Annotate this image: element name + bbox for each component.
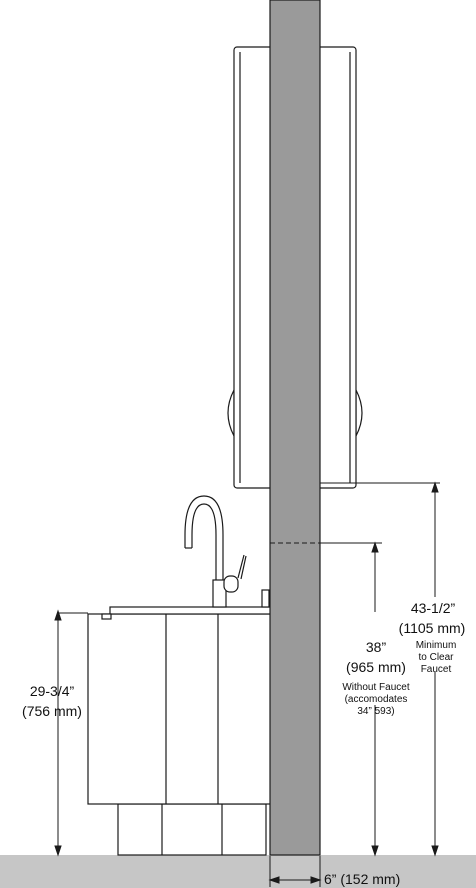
without-faucet-note-3: 34” 593) — [357, 706, 394, 717]
without-faucet-note-2: (accomodates — [345, 694, 408, 705]
countertop — [109, 606, 274, 615]
clear-faucet-note-2: to Clear — [418, 652, 454, 663]
clear-faucet-note-3: Faucet — [421, 664, 452, 675]
floor — [0, 855, 476, 888]
wall-offset-label: 6” (152 mm) — [324, 871, 400, 887]
cabinet-height-metric: (756 mm) — [22, 703, 82, 719]
dimension-lines — [54, 481, 440, 887]
cabinet-body — [87, 613, 272, 805]
without-faucet-metric: (965 mm) — [346, 659, 406, 675]
without-faucet-note-1: Without Faucet — [342, 682, 409, 693]
cabinet-plinth — [117, 803, 267, 856]
dimension-labels: 29-3/4” (756 mm) 43-1/2” (1105 mm) Minim… — [22, 600, 465, 887]
without-faucet-imperial: 38” — [366, 639, 387, 655]
cabinet-height-imperial: 29-3/4” — [30, 683, 75, 699]
clear-faucet-note-1: Minimum — [416, 640, 457, 651]
vanity-cabinet — [87, 606, 274, 856]
wall — [269, 0, 321, 856]
faucet — [184, 495, 270, 608]
clear-faucet-imperial: 43-1/2” — [411, 600, 456, 616]
clear-faucet-metric: (1105 mm) — [399, 620, 466, 636]
countertop-lip — [101, 613, 112, 620]
